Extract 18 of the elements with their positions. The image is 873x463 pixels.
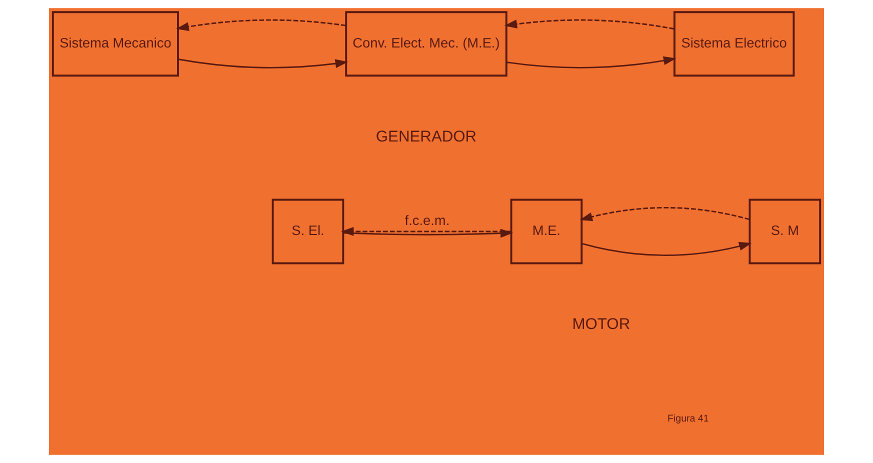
node-box: Sistema Mecanico (52, 11, 179, 77)
arrow (343, 228, 514, 238)
arrow (582, 242, 752, 256)
arrow (504, 19, 674, 30)
label: GENERADOR (376, 128, 477, 146)
node-box: S. El. (272, 198, 344, 264)
node-box: S. M (748, 198, 822, 264)
node-box: M.E. (510, 198, 583, 264)
arrow (178, 58, 348, 68)
arrow (176, 19, 346, 32)
node-box: Sistema Electrico (674, 11, 795, 77)
edge-label: f.c.e.m. (404, 212, 450, 228)
arrow (340, 227, 512, 236)
arrow (506, 56, 676, 68)
label: MOTOR (572, 316, 630, 334)
arrow (580, 206, 750, 222)
label: Figura 41 (668, 414, 709, 425)
node-box: Conv. Elect. Mec. (M.E.) (345, 11, 508, 77)
